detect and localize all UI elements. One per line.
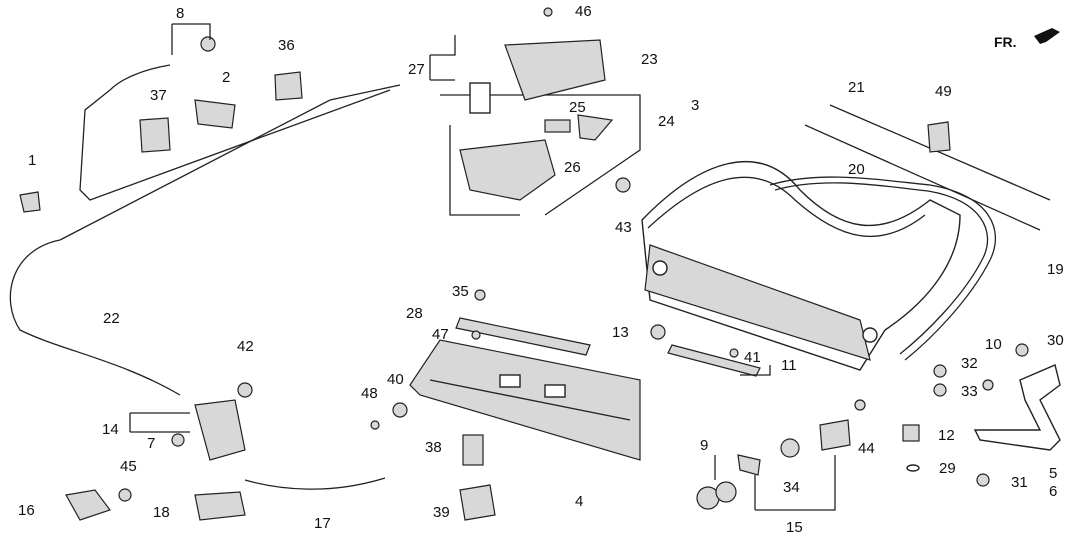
callout-35: 35 (452, 283, 469, 300)
callout-40: 40 (387, 371, 404, 388)
callout-26: 26 (564, 159, 581, 176)
front-marker: FR. (994, 34, 1017, 50)
callout-46: 46 (575, 3, 592, 20)
callout-16: 16 (18, 502, 35, 519)
callout-3: 3 (691, 97, 700, 114)
callout-24: 24 (658, 113, 675, 130)
callout-42: 42 (237, 338, 254, 355)
callout-4: 4 (575, 493, 584, 510)
callout-15: 15 (786, 519, 803, 536)
callout-29: 29 (939, 460, 956, 477)
callout-12: 12 (938, 427, 955, 444)
callout-34: 34 (783, 479, 800, 496)
callout-37: 37 (150, 87, 167, 104)
callout-6: 6 (1049, 483, 1058, 500)
callout-28: 28 (406, 305, 423, 322)
callout-17: 17 (314, 515, 331, 532)
callout-14: 14 (102, 421, 119, 438)
callout-47: 47 (432, 326, 449, 343)
callout-7: 7 (147, 435, 156, 452)
callout-43: 43 (615, 219, 632, 236)
callout-23: 23 (641, 51, 658, 68)
callout-9: 9 (700, 437, 709, 454)
callout-2: 2 (222, 69, 231, 86)
callout-32: 32 (961, 355, 978, 372)
callout-13: 13 (612, 324, 629, 341)
callout-19: 19 (1047, 261, 1064, 278)
callout-36: 36 (278, 37, 295, 54)
callout-48: 48 (361, 385, 378, 402)
callout-22: 22 (103, 310, 120, 327)
callout-20: 20 (848, 161, 865, 178)
callout-27: 27 (408, 61, 425, 78)
callout-49: 49 (935, 83, 952, 100)
callout-1: 1 (28, 152, 37, 169)
callout-38: 38 (425, 439, 442, 456)
callout-44: 44 (858, 440, 875, 457)
callout-18: 18 (153, 504, 170, 521)
callout-11: 11 (781, 357, 797, 374)
front-arrow-icon (1034, 28, 1060, 44)
callout-45: 45 (120, 458, 137, 475)
callout-33: 33 (961, 383, 978, 400)
callout-10: 10 (985, 336, 1002, 353)
callout-5: 5 (1049, 465, 1058, 482)
callout-31: 31 (1011, 474, 1028, 491)
callout-30: 30 (1047, 332, 1064, 349)
callout-21: 21 (848, 79, 865, 96)
callout-25: 25 (569, 99, 586, 116)
callout-8: 8 (176, 5, 185, 22)
callout-41: 41 (744, 349, 761, 366)
callout-39: 39 (433, 504, 450, 521)
trunk-lid (641, 160, 961, 371)
